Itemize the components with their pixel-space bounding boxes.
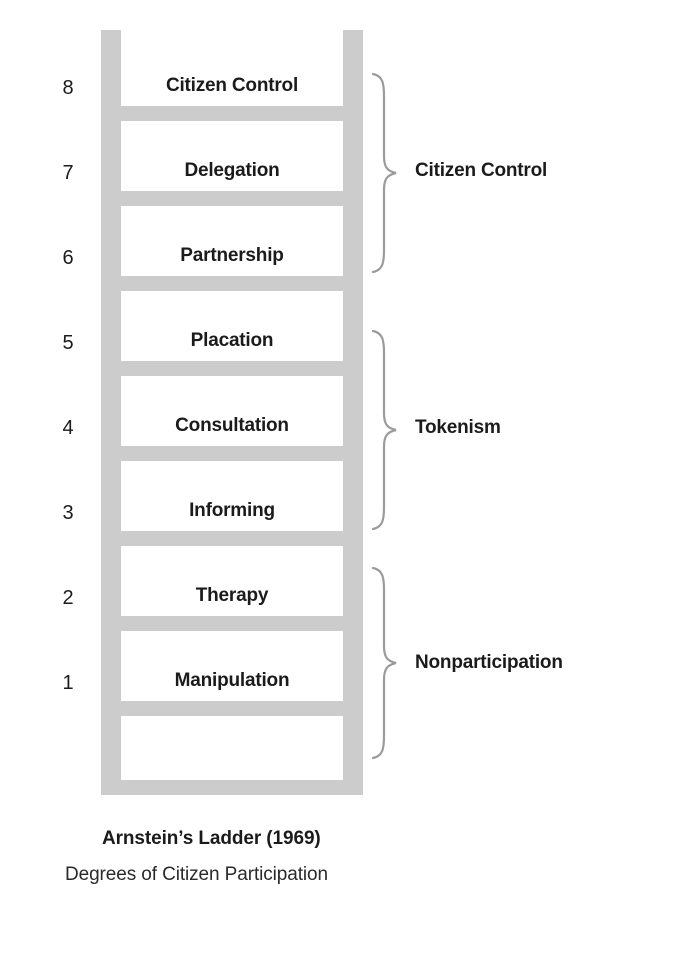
step-label-consultation: Consultation	[175, 415, 289, 436]
brace-nonparticipation	[371, 566, 397, 760]
step-label-manipulation: Manipulation	[174, 670, 290, 691]
ladder-rung-bar	[101, 616, 363, 631]
step-label-delegation: Delegation	[184, 160, 280, 181]
step-number-5: 5	[62, 332, 74, 354]
figure-title: Arnstein’s Ladder (1969)	[102, 828, 321, 849]
step-number-8: 8	[62, 77, 74, 99]
ladder-rung-bar	[101, 276, 363, 291]
group-label-citizen-control: Citizen Control	[415, 160, 548, 181]
ladder-rung-bar	[101, 191, 363, 206]
step-label-citizen-control: Citizen Control	[165, 75, 299, 96]
ladder-rung-bar	[101, 701, 363, 716]
ladder-rung-bar	[101, 106, 363, 121]
ladder-graphic: 8 7 6 5 4 3 2 1 Citizen Control Delegati…	[62, 30, 563, 795]
group-label-tokenism: Tokenism	[415, 417, 501, 438]
ladder-rung-bar	[101, 446, 363, 461]
step-number-2: 2	[62, 587, 74, 609]
step-label-informing: Informing	[189, 500, 275, 521]
ladder-left-rail	[101, 30, 121, 795]
step-label-therapy: Therapy	[195, 585, 269, 606]
step-label-partnership: Partnership	[180, 245, 284, 266]
step-number-7: 7	[62, 162, 74, 184]
step-number-6: 6	[62, 247, 74, 269]
figure-subtitle: Degrees of Citizen Participation	[65, 864, 328, 885]
ladder-rung-bar	[101, 361, 363, 376]
step-label-placation: Placation	[190, 330, 274, 351]
step-number-4: 4	[62, 417, 74, 439]
brace-citizen-control	[371, 72, 397, 274]
step-number-1: 1	[62, 672, 74, 694]
group-label-nonparticipation: Nonparticipation	[415, 652, 563, 673]
brace-tokenism	[371, 329, 397, 531]
step-number-3: 3	[62, 502, 74, 524]
ladder-rung-bar	[101, 531, 363, 546]
ladder-rung-bar	[101, 780, 363, 795]
ladder-right-rail	[343, 30, 363, 795]
